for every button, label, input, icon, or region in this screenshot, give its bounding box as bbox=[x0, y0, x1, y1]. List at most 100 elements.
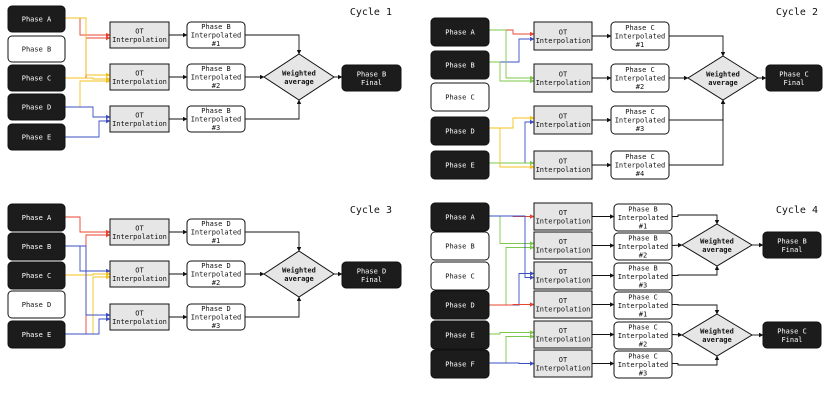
cycle1-ot-box-1-label-line-2: Interpolation bbox=[112, 36, 167, 44]
cycle2-interpolated-box-4-label-line-1: Phase C bbox=[625, 153, 655, 161]
cycle4-ot-box-6-label-line-2: Interpolation bbox=[536, 364, 591, 372]
cycle4-phase-d bbox=[430, 290, 490, 320]
cycle3-ot-box-3-label-line-2: Interpolation bbox=[112, 318, 167, 326]
cycle4-interp-to-avg-arrow-3 bbox=[672, 265, 720, 276]
cycle4-final-box-2-label-line-2: Final bbox=[781, 336, 802, 344]
cycle2-weighted-average-label-line-1: Weighted bbox=[706, 70, 740, 78]
cycle4-phase-b-label: Phase B bbox=[445, 243, 475, 251]
cycle4-interpolated-box-1-label-line-3: #1 bbox=[639, 223, 647, 231]
cycle3-title: Cycle 3 bbox=[350, 205, 392, 216]
cycle1-feed-line-2 bbox=[65, 35, 111, 79]
cycle4-final-box-2-label-line-1: Phase C bbox=[777, 327, 807, 335]
cycle2-interpolated-box-2-label-line-1: Phase C bbox=[625, 66, 655, 74]
cycle4-interpolated-box-6-label-line-1: Phase C bbox=[628, 353, 658, 361]
cycle2-ot-box-4-label-line-2: Interpolation bbox=[536, 166, 591, 174]
cycle3-interp-to-avg-arrow-1 bbox=[245, 231, 302, 252]
cycle1-feed-line-5 bbox=[65, 78, 111, 108]
cycle1-weighted-average-label-line-2: average bbox=[284, 78, 314, 86]
cycle1-interpolated-box-3-label-line-1: Phase B bbox=[201, 107, 231, 115]
cycle4-interpolated-box-6-label-line-2: Interpolated bbox=[618, 361, 669, 369]
cycle1-feed-line-4 bbox=[65, 76, 111, 82]
cycle4-interpolated-box-2-label-line-2: Interpolated bbox=[618, 243, 669, 251]
cycle4-ot-box-3-label-line-2: Interpolation bbox=[536, 276, 591, 284]
cycle4-phase-c-label: Phase C bbox=[445, 273, 475, 281]
cycle4-weighted-average-2-label-line-2: average bbox=[702, 336, 732, 344]
cycle2-interpolated-box-3-label-line-2: Interpolated bbox=[615, 117, 666, 125]
cycle3-interpolated-box-3 bbox=[186, 303, 246, 331]
cycle3-phase-e bbox=[7, 320, 66, 349]
cycle2-feed-line-2 bbox=[489, 36, 535, 63]
cycle3-final-box bbox=[341, 261, 402, 289]
cycle1-phase-d-label: Phase D bbox=[22, 104, 52, 112]
cycle2-ot-box-3 bbox=[533, 105, 593, 135]
cycle4-ot-box-1-label-line-1: OT bbox=[559, 209, 568, 217]
cycle1-feed-line-3 bbox=[65, 17, 111, 78]
cycle4-final-box-1-label-line-1: Phase B bbox=[777, 237, 807, 245]
cycle4-interp-to-avg-arrow-5 bbox=[671, 332, 683, 338]
cycle1-interpolated-box-1-label-line-2: Interpolated bbox=[191, 32, 242, 40]
cycle4-phase-e-label: Phase E bbox=[445, 332, 475, 340]
cycle4-phase-a bbox=[430, 202, 490, 232]
cycle4-interpolated-box-5-label-line-2: Interpolated bbox=[618, 332, 669, 340]
cycle2-phase-e-label: Phase E bbox=[445, 162, 475, 170]
cycle2-feed-line-4 bbox=[489, 61, 535, 84]
cycle1-phase-c-label: Phase C bbox=[22, 75, 52, 83]
cycle2-weighted-average-label-line-2: average bbox=[708, 79, 738, 87]
cycle2-feed-line-3 bbox=[489, 29, 535, 81]
cycle4-weighted-average-1-label-line-2: average bbox=[702, 246, 732, 254]
cycle1-interpolated-box-3-label-line-2: Interpolated bbox=[191, 116, 242, 124]
cycle3-final-box-label-line-1: Phase D bbox=[357, 267, 387, 275]
cycle4-ot-box-6-label-line-1: OT bbox=[559, 356, 568, 364]
cycle4-weighted-average-2 bbox=[681, 313, 753, 357]
cycle4-interp-to-avg-arrow-2 bbox=[671, 242, 683, 248]
cycle3-ot-box-1 bbox=[109, 218, 170, 246]
cycle2-ot-box-3-label-line-1: OT bbox=[559, 112, 568, 120]
cycle1-phase-e-label: Phase E bbox=[22, 134, 52, 142]
cycle1-interpolated-box-2-label-line-3: #2 bbox=[212, 82, 220, 90]
cycle1-interpolated-box-1 bbox=[186, 21, 246, 49]
cycle2-phase-c-label: Phase C bbox=[445, 94, 475, 102]
cycle4-interpolated-box-3-label-line-1: Phase B bbox=[628, 265, 658, 273]
cycle4-interp-to-avg-arrow-4 bbox=[672, 304, 720, 315]
cycle3-phase-c bbox=[7, 261, 66, 290]
cycle2-feed-line-8 bbox=[489, 127, 535, 170]
cycle1-interpolated-box-1-label-line-1: Phase B bbox=[201, 23, 231, 31]
cycle2-final-box-label-line-2: Final bbox=[783, 79, 804, 87]
cycle2-ot-box-1-label-line-2: Interpolation bbox=[536, 37, 591, 45]
cycle3-interpolated-box-1 bbox=[186, 218, 246, 246]
cycle1-weighted-average bbox=[263, 53, 335, 101]
cycle1-phase-b bbox=[7, 35, 66, 63]
cycle1-interpolated-box-3 bbox=[186, 105, 246, 133]
cycle1-ot-box-3-label-line-2: Interpolation bbox=[112, 120, 167, 128]
cycle4-weighted-average-1-label-line-1: Weighted bbox=[700, 237, 734, 245]
cycle1-ot-box-1 bbox=[109, 21, 170, 49]
cycle4-interpolated-box-2 bbox=[613, 232, 673, 261]
cycle3-phase-a bbox=[7, 203, 66, 232]
cycle1-interpolated-box-2-label-line-1: Phase B bbox=[201, 65, 231, 73]
cycle3-interpolated-box-1-label-line-1: Phase D bbox=[201, 220, 231, 228]
cycle2-interpolated-box-1-label-line-3: #1 bbox=[636, 41, 644, 49]
cycle4-ot-box-5-label-line-1: OT bbox=[559, 327, 568, 335]
cycle4-phase-d-label: Phase D bbox=[445, 302, 475, 310]
cycle2-phase-d-label: Phase D bbox=[445, 128, 475, 136]
cycle3-phase-b bbox=[7, 232, 66, 261]
cycle1-ot-box-3 bbox=[109, 105, 170, 133]
cycle4-ot-box-2 bbox=[533, 231, 593, 260]
cycle3-feed-line-1 bbox=[65, 216, 111, 235]
cycle2-ot-box-1-label-line-1: OT bbox=[559, 28, 568, 36]
cycle4-feed-line-3 bbox=[489, 245, 535, 306]
cycle4-ot-box-1 bbox=[533, 202, 593, 231]
cycle4-interpolated-box-3-label-line-2: Interpolated bbox=[618, 273, 669, 281]
cycle2-feed-line-5 bbox=[489, 115, 535, 129]
cycle2-ot-box-1 bbox=[533, 21, 593, 51]
cycle4-final-box-1 bbox=[762, 231, 822, 259]
cycle1-phase-d bbox=[7, 93, 66, 121]
cycle3-feed-line-5 bbox=[65, 274, 111, 335]
cycle2-interpolated-box-4-label-line-2: Interpolated bbox=[615, 162, 666, 170]
cycle2-interpolated-box-1-label-line-1: Phase C bbox=[625, 24, 655, 32]
cycle4-interpolated-box-4-label-line-1: Phase C bbox=[628, 294, 658, 302]
cycle3-phase-c-label: Phase C bbox=[22, 272, 52, 280]
cycle4-feed-line-2 bbox=[489, 215, 535, 246]
cycle3-weighted-average-label-line-1: Weighted bbox=[282, 266, 316, 274]
